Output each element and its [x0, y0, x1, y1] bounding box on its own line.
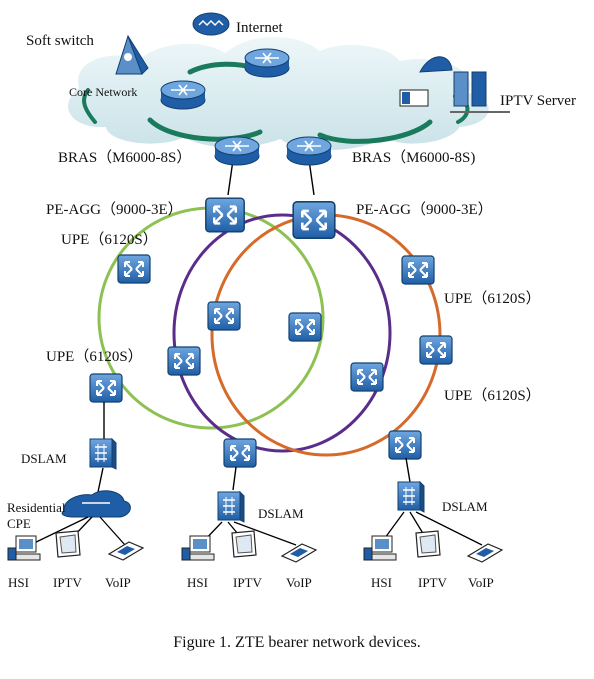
pc-icon	[181, 535, 215, 561]
residential-cpe-label: Residential	[7, 500, 66, 515]
dslam-label: DSLAM	[442, 499, 488, 514]
figure-caption: Figure 1. ZTE bearer network devices.	[173, 634, 421, 651]
endpoint-iptv-label: IPTV	[53, 575, 83, 590]
tv-icon	[231, 530, 257, 558]
pe-agg-switch-icon	[204, 196, 246, 234]
orange-ring	[210, 213, 442, 457]
upe-switch-icon	[167, 346, 201, 376]
soft-switch-label: Soft switch	[26, 33, 94, 49]
phone-icon	[467, 543, 503, 563]
core-network-label: Core Network	[69, 85, 137, 99]
endpoint-voip-label: VoIP	[468, 575, 494, 590]
dslam-icon	[397, 481, 425, 513]
upe-switch-icon	[401, 255, 435, 285]
purple-ring	[172, 213, 392, 453]
pe-agg-left-label: PE-AGG（9000-3E）	[46, 201, 183, 218]
tv-icon	[415, 530, 441, 558]
endpoint-iptv-label: IPTV	[418, 575, 448, 590]
upe-switch-icon	[288, 312, 322, 342]
upe-switch-icon	[388, 430, 422, 460]
pc-icon	[363, 535, 397, 561]
dslam-label: DSLAM	[21, 451, 67, 466]
residential-cpe-label: CPE	[7, 516, 31, 531]
endpoint-iptv-label: IPTV	[233, 575, 263, 590]
upe-switch-icon	[89, 373, 123, 403]
bras-router-icon	[286, 136, 332, 166]
dslam-icon	[217, 491, 245, 523]
internet-icon	[192, 12, 230, 36]
upe-label: UPE（6120S）	[61, 231, 158, 248]
pc-icon	[7, 535, 41, 561]
link	[232, 466, 237, 491]
link	[308, 159, 315, 196]
upe-switch-icon	[350, 362, 384, 392]
bras-right-label: BRAS（M6000-8S)	[352, 149, 475, 166]
pe-agg-right-label: PE-AGG（9000-3E）	[356, 201, 493, 218]
core-router-icon	[160, 80, 206, 110]
dslam-icon	[89, 438, 117, 470]
upe-label: UPE（6120S）	[46, 348, 143, 365]
upe-switch-icon	[419, 335, 453, 365]
upe-switch-icon	[117, 254, 151, 284]
link	[405, 457, 411, 483]
upe-label: UPE（6120S）	[444, 290, 541, 307]
endpoint-hsi-label: HSI	[371, 575, 392, 590]
endpoint-voip-label: VoIP	[105, 575, 131, 590]
dslam-label: DSLAM	[258, 506, 304, 521]
upe-label: UPE（6120S）	[444, 387, 541, 404]
upe-switch-icon	[207, 301, 241, 331]
phone-icon	[281, 543, 317, 563]
phone-icon	[108, 541, 144, 561]
core-router-icon	[244, 48, 290, 78]
link	[227, 159, 234, 196]
pe-agg-switch-icon	[291, 200, 337, 240]
soft-switch-icon	[115, 34, 149, 75]
upe-switch-icon	[223, 438, 257, 468]
iptv-server-label: IPTV Server	[500, 93, 576, 109]
iptv-server-icon	[399, 56, 510, 113]
internet-label: Internet	[236, 20, 283, 36]
bras-router-icon	[214, 136, 260, 166]
tv-icon	[55, 530, 81, 558]
residential-cpe-icon	[61, 490, 131, 518]
bras-left-label: BRAS（M6000-8S）	[58, 149, 191, 166]
endpoint-voip-label: VoIP	[286, 575, 312, 590]
link	[97, 467, 104, 493]
endpoint-hsi-label: HSI	[187, 575, 208, 590]
endpoint-hsi-label: HSI	[8, 575, 29, 590]
